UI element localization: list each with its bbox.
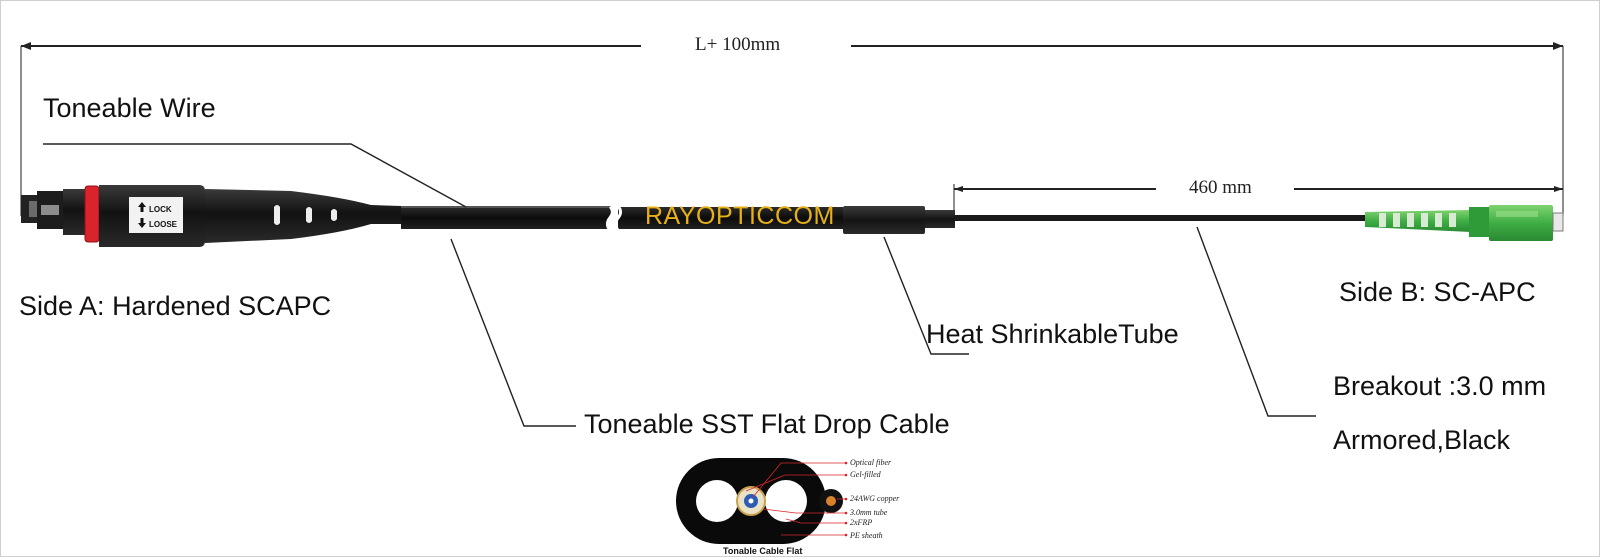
frp-rod-right <box>765 480 807 522</box>
total-length-label: L+ 100mm <box>695 34 781 55</box>
watermark: RAYOPTICCOM <box>645 202 835 230</box>
breakout-label: Breakout :3.0 mm <box>1333 371 1547 401</box>
loose-text: LOOSE <box>149 220 178 229</box>
toneable-wire-label: Toneable Wire <box>43 93 216 123</box>
leader-toneable-wire <box>43 143 467 208</box>
callout-tube: 3.0mm tube <box>849 508 888 517</box>
cable-cross-section: Optical fiber Gel-filled 24AWG copper 3.… <box>676 458 900 556</box>
breakout-length-label: 460 mm <box>1189 177 1252 198</box>
side-b-label: Side B: SC-APC <box>1339 277 1536 307</box>
callout-frp: 2xFRP <box>850 518 872 527</box>
cross-section-title: Tonable Cable Flat <box>723 546 802 556</box>
armored-label: Armored,Black <box>1333 425 1511 455</box>
callout-optical-fiber: Optical fiber <box>850 458 892 467</box>
leader-heat-shrink <box>883 236 969 355</box>
sc-apc-connector <box>1365 205 1564 241</box>
leader-breakout <box>1196 226 1316 417</box>
arrow-down-icon <box>138 218 146 228</box>
leader-lines <box>43 143 1316 427</box>
hardened-connector <box>21 185 401 247</box>
breakout-cable <box>955 215 1365 221</box>
heat-shrink-tube <box>843 206 955 234</box>
callout-gel-filled: Gel-filled <box>850 470 882 479</box>
frp-rod-left <box>696 480 738 522</box>
arrow-up-icon <box>138 202 146 212</box>
callout-copper: 24AWG copper <box>850 494 900 503</box>
callout-pe-sheath: PE sheath <box>849 531 883 540</box>
breakout-length-dimension <box>953 184 1563 216</box>
side-a-label: Side A: Hardened SCAPC <box>19 291 332 321</box>
lock-text: LOCK <box>149 205 172 214</box>
leader-drop-cable <box>450 238 576 427</box>
drop-cable-label: Toneable SST Flat Drop Cable <box>584 409 950 439</box>
total-length-dimension <box>20 42 1564 216</box>
lock-ring <box>85 186 99 242</box>
copper-wire <box>826 496 836 506</box>
flat-drop-cable <box>401 204 843 232</box>
heat-shrink-label: Heat ShrinkableTube <box>926 319 1179 349</box>
